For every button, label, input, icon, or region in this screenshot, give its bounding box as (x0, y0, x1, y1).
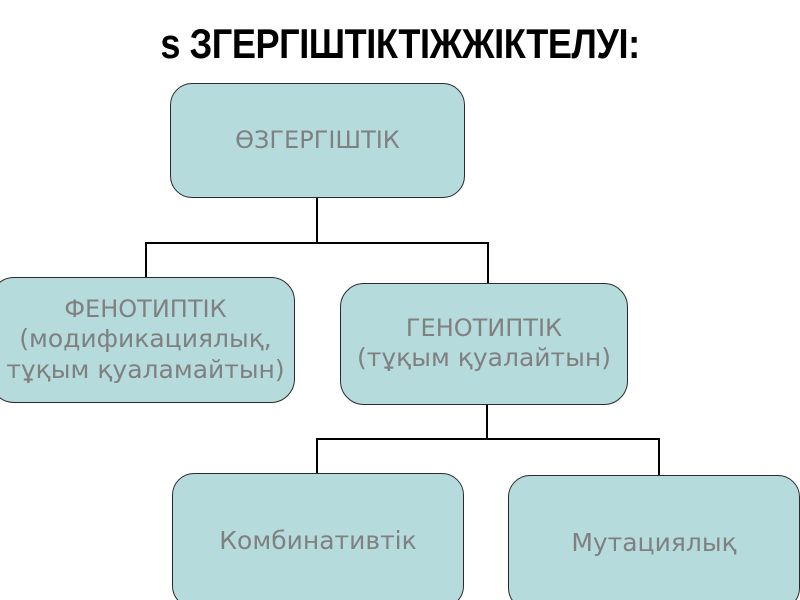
node-label: Комбинативтік (219, 526, 416, 556)
connector-to-combinative (316, 438, 318, 475)
node-line-1: ГЕНОТИПТІК (405, 314, 563, 343)
connector-to-phenotypic (145, 242, 147, 280)
node-label: Мутациялық (571, 528, 736, 558)
connector-top-stem (316, 197, 318, 243)
node-line-2: (модификациялық, (19, 324, 272, 354)
connector-top-horizontal (145, 242, 489, 244)
connector-to-mutational (658, 438, 660, 477)
connector-genotypic-stem (486, 404, 488, 440)
node-label: ГЕНОТИПТІК (тұқым қуалайтын) (357, 314, 611, 374)
node-line-2: (тұқым қуалайтын) (357, 343, 611, 373)
node-line-3: тұқым қуаламайтын) (6, 354, 285, 384)
connector-genotypic-horizontal (316, 438, 660, 440)
node-line-1: Комбинативтік (219, 525, 417, 555)
node-ozgergishtik[interactable]: ӨЗГЕРГІШТІК (170, 83, 465, 198)
page-title: s ЗГЕРГІШТІКТІЖЖІКТЕЛУІ: (160, 20, 640, 67)
node-label: ӨЗГЕРГІШТІК (235, 126, 400, 154)
node-label: ФЕНОТИПТІК (модификациялық, тұқым қуалам… (6, 295, 284, 385)
node-line-1: ФЕНОТИПТІК (64, 294, 227, 323)
connector-to-genotypic (487, 242, 489, 285)
node-combinative[interactable]: Комбинативтік (172, 473, 464, 600)
node-genotypic[interactable]: ГЕНОТИПТІК (тұқым қуалайтын) (340, 283, 628, 405)
node-line-1: ӨЗГЕРГІШТІК (235, 126, 400, 155)
node-mutational[interactable]: Мутациялық (508, 475, 800, 600)
node-phenotypic[interactable]: ФЕНОТИПТІК (модификациялық, тұқым қуалам… (0, 277, 295, 403)
node-line-1: Мутациялық (571, 527, 737, 557)
